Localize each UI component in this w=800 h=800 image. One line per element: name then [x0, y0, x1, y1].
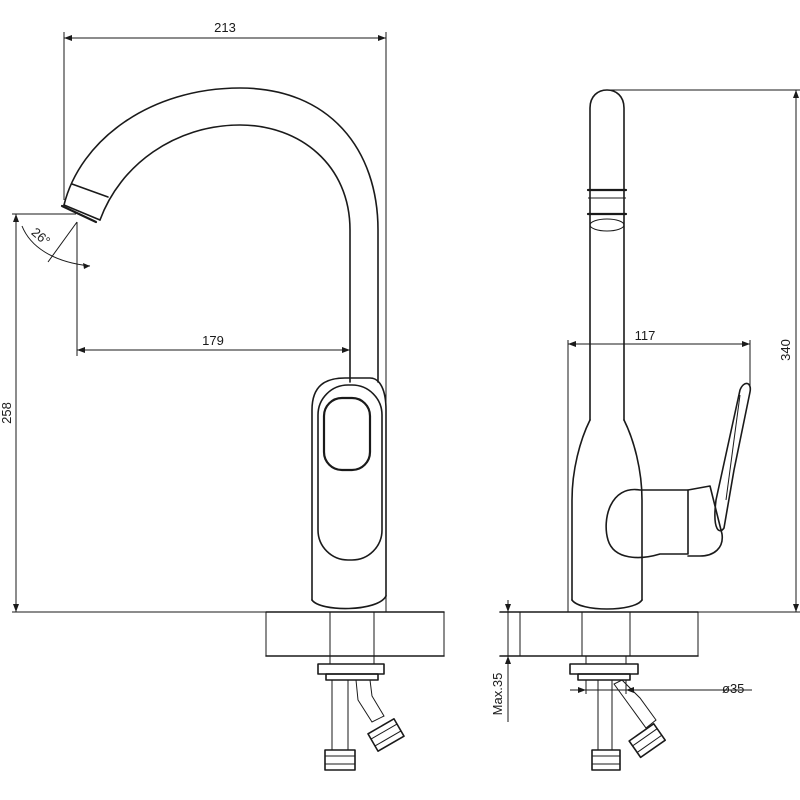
- side-diameter-dimension: ø35: [570, 680, 752, 696]
- front-reach-label: 179: [202, 333, 224, 348]
- front-countertop: [265, 611, 445, 657]
- front-shank: [317, 656, 385, 681]
- side-spout: [586, 89, 628, 421]
- side-thickness-dimension: Max.35: [490, 600, 520, 722]
- front-width-dimension: 213: [63, 20, 387, 420]
- front-spout: [60, 87, 379, 383]
- side-body: [571, 382, 752, 610]
- front-width-label: 213: [214, 20, 236, 35]
- front-view: 213 179 258 26°: [0, 20, 445, 771]
- side-height-label: 340: [778, 339, 793, 361]
- side-depth-dimension: 117: [567, 328, 751, 612]
- side-countertop: [499, 611, 699, 657]
- side-shank: [569, 656, 639, 681]
- front-hoses: [324, 679, 405, 771]
- side-hoses: [591, 679, 667, 771]
- front-height-label: 258: [0, 402, 14, 424]
- side-view: 117 340 Max.35 ø35: [490, 89, 800, 771]
- front-angle-dimension: 26°: [21, 221, 91, 269]
- side-height-dimension: 340: [607, 89, 800, 613]
- front-body: [311, 377, 387, 610]
- side-hole-diameter-label: ø35: [722, 681, 744, 696]
- front-height-dimension: 258: [0, 213, 266, 613]
- side-depth-label: 117: [635, 328, 656, 343]
- front-angle-label: 26°: [29, 224, 54, 248]
- side-max-thickness-label: Max.35: [490, 673, 505, 716]
- front-reach-dimension: 179: [76, 222, 350, 356]
